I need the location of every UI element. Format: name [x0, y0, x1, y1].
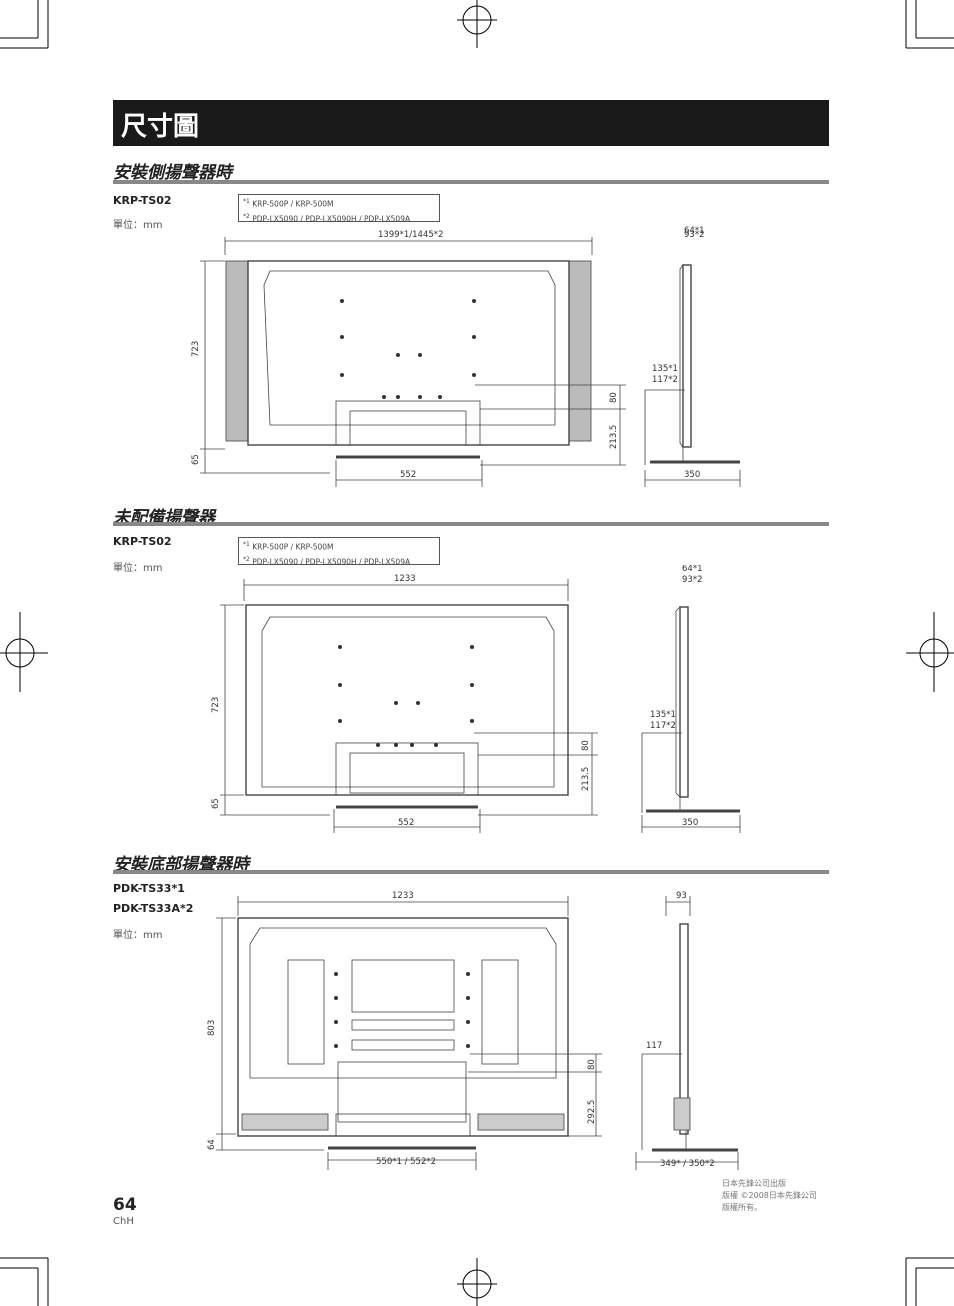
- diagram-front-bottom-speaker: 1233 803 64 550*1 / 552*2 80 292.5 93 11…: [207, 891, 739, 1170]
- dim-213: 213.5: [581, 767, 591, 791]
- dim-side-b: 117*2: [650, 721, 676, 731]
- dim-depth-top: 64*1: [682, 565, 702, 574]
- dim-213: 213.5: [609, 425, 619, 449]
- note-line: *1 KRP-500P / KRP-500M: [243, 198, 334, 209]
- copyright-line: 日本先鋒公司出版: [722, 1179, 786, 1188]
- dim-depth-top: 64*1: [684, 226, 704, 236]
- dim-base-height: 65: [211, 798, 221, 809]
- dim-base-height: 64: [207, 1139, 217, 1150]
- dim-height: 723: [191, 341, 201, 357]
- page-number: 64: [113, 1195, 137, 1215]
- dim-stand-width: 552: [398, 818, 414, 828]
- dim-height: 723: [211, 697, 221, 713]
- page-language: ChH: [113, 1216, 134, 1227]
- copyright-line: 版權所有。: [722, 1203, 762, 1212]
- model-label: PDK-TS33*1: [113, 882, 185, 895]
- note-line: *2 PDP-LX5090 / PDP-LX5090H / PDP-LX509A: [243, 555, 411, 567]
- diagram-front-with-side-speakers: 1399*1/1445*2 723 65 552 80 213.5 64*1 9…: [191, 226, 741, 487]
- dim-base-height: 65: [191, 454, 201, 465]
- section-rule: [113, 180, 829, 184]
- section-rule: [113, 870, 829, 874]
- unit-label: 單位：mm: [113, 220, 163, 231]
- diagram-front-no-speakers: 1233 723 65 552 80 213.5 64*1 93*2 135*1…: [211, 565, 741, 833]
- note-line: *1 KRP-500P / KRP-500M: [243, 541, 334, 552]
- dim-side-b: 117*2: [652, 375, 678, 385]
- dim-depth-top: 93: [676, 891, 687, 901]
- dim-stand-depth: 349* / 350*2: [660, 1159, 715, 1169]
- model-label: KRP-TS02: [113, 535, 172, 548]
- dim-height: 803: [207, 1020, 217, 1036]
- section-rule: [113, 522, 829, 526]
- copyright-line: 版權 ©2008日本先鋒公司: [722, 1191, 817, 1200]
- model-label: KRP-TS02: [113, 194, 172, 207]
- dim-80: 80: [587, 1059, 597, 1070]
- copyright: 日本先鋒公司出版 版權 ©2008日本先鋒公司 版權所有。: [722, 1178, 832, 1214]
- note-box: *1 KRP-500P / KRP-500M *2 PDP-LX5090 / P…: [238, 537, 440, 566]
- dim-80: 80: [609, 392, 619, 403]
- dim-width: 1399*1/1445*2: [378, 230, 443, 240]
- dim-depth-top2: 93*2: [682, 575, 702, 585]
- dim-width: 1233: [392, 891, 414, 901]
- model-label-2: PDK-TS33A*2: [113, 902, 194, 915]
- unit-label: 單位：mm: [113, 930, 163, 941]
- dim-depth-top2: 93*2: [684, 230, 704, 240]
- page-title: 尺寸圖: [121, 112, 200, 142]
- dim-side-a: 117: [646, 1041, 662, 1051]
- section-title: 安裝側揚聲器時: [113, 163, 232, 183]
- dim-side-a: 135*1: [650, 710, 676, 720]
- dim-side-a: 135*1: [652, 364, 678, 374]
- dim-stand-depth: 350: [682, 818, 698, 828]
- dim-stand-width: 552: [400, 470, 416, 480]
- dim-stand-depth: 350: [684, 470, 700, 480]
- note-box: *1 KRP-500P / KRP-500M *2 PDP-LX5090 / P…: [238, 194, 440, 223]
- dim-stand-width: 550*1 / 552*2: [376, 1157, 436, 1167]
- note-line: *2 PDP-LX5090 / PDP-LX5090H / PDP-LX509A: [243, 212, 411, 224]
- page-title-bar: 尺寸圖: [113, 100, 829, 146]
- dim-80: 80: [581, 740, 591, 751]
- dim-292: 292.5: [587, 1100, 597, 1124]
- unit-label: 單位：mm: [113, 563, 163, 574]
- dim-width: 1233: [394, 574, 416, 584]
